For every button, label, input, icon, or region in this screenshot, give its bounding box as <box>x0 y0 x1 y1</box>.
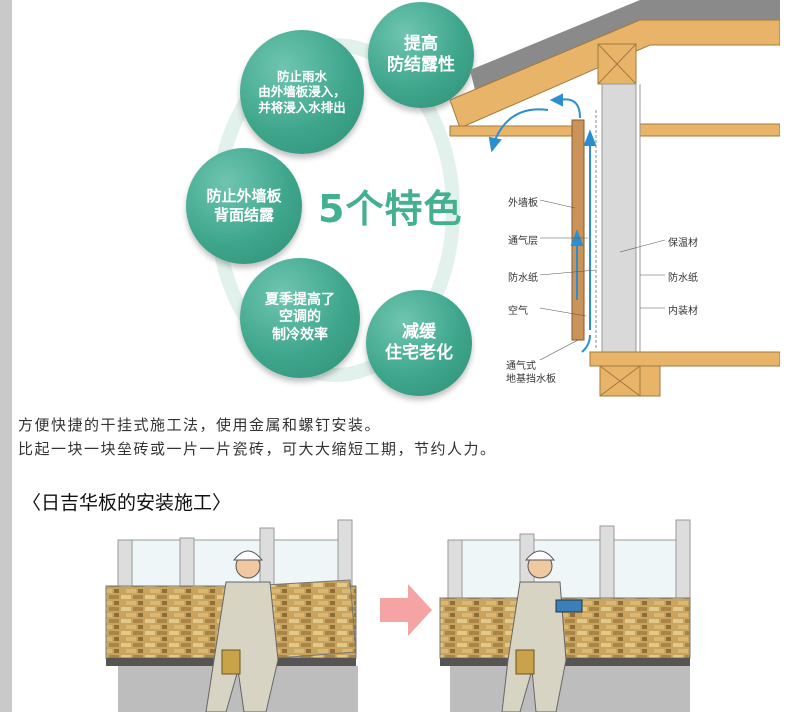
label-insulation: 保温材 <box>668 238 698 249</box>
feature-wall-back-condensation: 防止外墙板 背面结露 <box>186 148 302 264</box>
drill <box>555 599 583 613</box>
feature-cooling-efficiency: 夏季提高了 空调的 制冷效率 <box>240 258 360 378</box>
soffit-left <box>449 125 581 137</box>
feature-aging-slowdown: 减缓 住宅老化 <box>366 290 472 396</box>
description-line-1: 方便快捷的干挂式施工法，使用金属和螺钉安装。 <box>18 416 382 434</box>
label-waterproof-left: 防水纸 <box>508 273 538 284</box>
insulation-column <box>601 83 637 355</box>
worker-right <box>501 581 567 712</box>
helmet-left <box>232 550 264 561</box>
wall-section-diagram <box>449 0 780 397</box>
feature-condensation-prevention: 提高 防结露性 <box>368 2 474 108</box>
label-interior: 内装材 <box>668 306 698 317</box>
center-title: 5个特色 <box>318 187 463 231</box>
left-margin-strip <box>0 0 12 712</box>
airflow-arrows <box>488 93 597 353</box>
description-line-2: 比起一块一块垒砖或一片一片瓷砖，可大大缩短工期，节约人力。 <box>18 440 497 458</box>
floor-beam <box>589 351 780 367</box>
label-air: 空气 <box>508 306 528 317</box>
helmet-right <box>524 550 556 561</box>
outer-panel <box>571 119 585 341</box>
step-arrow <box>380 584 432 636</box>
installation-illustration <box>105 519 691 712</box>
worker-left <box>205 581 279 712</box>
scene-before <box>105 519 358 712</box>
label-waterproof-right: 防水纸 <box>668 273 698 284</box>
label-outer-panel: 外墙板 <box>508 198 538 209</box>
label-ventilated-sill: 通气式 地基挡水板 <box>506 361 556 385</box>
installation-section-title: 〈日吉华板的安装施工〉 <box>22 492 232 514</box>
label-air-layer: 通气层 <box>508 236 538 247</box>
feature-rain-drain: 防止雨水 由外墙板浸入， 并将浸入水排出 <box>240 30 364 154</box>
scene-after <box>439 519 691 712</box>
soffit-right <box>639 123 780 137</box>
